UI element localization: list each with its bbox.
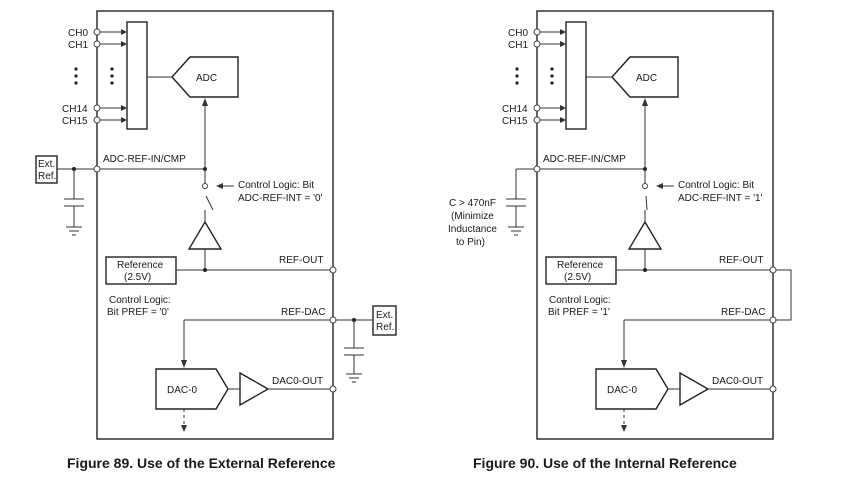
dac0-label: DAC-0 <box>607 385 637 396</box>
figure-89-caption: Figure 89. Use of the External Reference <box>67 455 336 471</box>
switch-icon <box>642 169 648 222</box>
ch1-label: CH1 <box>68 40 88 51</box>
mux-block <box>565 21 587 130</box>
ch1-pin <box>93 40 101 48</box>
dac0-block <box>595 368 669 410</box>
dac0-out-label: DAC0-OUT <box>712 376 763 387</box>
ref-out-pin <box>329 266 337 274</box>
reference-label: Reference <box>557 260 604 271</box>
ext-ref-source-box <box>35 155 58 184</box>
adc-ref-in-label: ADC-REF-IN/CMP <box>103 154 186 165</box>
ref-dac-label: REF-DAC <box>281 307 325 318</box>
figure-90: CH0 CH1 CH14 CH15 ADC ADC-REF-IN/CMP C >… <box>448 10 792 471</box>
pref-logic-line2: Bit PREF = '1' <box>548 307 610 318</box>
ref-out-label: REF-OUT <box>719 255 763 266</box>
pref-logic-line1: Control Logic: <box>549 295 611 306</box>
ch15-label: CH15 <box>502 116 528 127</box>
ext-ref-label-line2: Ref. <box>38 171 56 182</box>
ground-icon <box>346 373 362 383</box>
ellipsis-icon <box>74 67 114 85</box>
ref-dac-label: REF-DAC <box>721 307 765 318</box>
ext-ref-right-line2: Ref. <box>376 322 394 333</box>
reference-label: Reference <box>117 260 164 271</box>
cap-note-line3: Inductance <box>448 224 497 235</box>
ellipsis-icon <box>515 67 554 85</box>
ref-loop-connection <box>776 269 792 321</box>
ch0-pin <box>533 28 541 36</box>
reference-voltage: (2.5V) <box>124 272 151 283</box>
adc-ref-in-pin <box>93 165 101 173</box>
external-capacitor <box>506 169 526 227</box>
ch14-pin <box>533 104 541 112</box>
dac0-out-label: DAC0-OUT <box>272 376 323 387</box>
cap-note-line2: (Minimize <box>451 211 494 222</box>
dac0-block <box>155 368 229 410</box>
ch15-pin <box>93 116 101 124</box>
ext-ref-label-line1: Ext. <box>38 159 55 170</box>
adc-block <box>611 56 679 98</box>
adc-ref-in-label: ADC-REF-IN/CMP <box>543 154 626 165</box>
ch14-label: CH14 <box>62 104 88 115</box>
ch14-label: CH14 <box>502 104 528 115</box>
adc-label: ADC <box>196 73 217 84</box>
dac0-out-pin <box>769 385 777 393</box>
ch14-pin <box>93 104 101 112</box>
decoupling-capacitor <box>64 169 84 227</box>
ext-ref-right-line1: Ext. <box>376 310 393 321</box>
control-logic-line1: Control Logic: Bit <box>238 180 314 191</box>
ch0-label: CH0 <box>68 28 88 39</box>
ext-ref-dac-box <box>372 305 397 336</box>
ground-icon <box>66 226 82 236</box>
pref-logic-line2: Bit PREF = '0' <box>107 307 169 318</box>
ground-icon <box>508 226 524 236</box>
control-logic-line1: Control Logic: Bit <box>678 180 754 191</box>
channel-inputs <box>93 28 127 124</box>
adc-block <box>171 56 239 98</box>
ref-dac-pin <box>329 316 337 324</box>
adc-ref-in-pin <box>533 165 541 173</box>
dac0-label: DAC-0 <box>167 385 197 396</box>
ref-out-label: REF-OUT <box>279 255 323 266</box>
control-logic-line2: ADC-REF-INT = '1' <box>678 193 763 204</box>
reference-voltage: (2.5V) <box>564 272 591 283</box>
dac-decoupling-capacitor <box>344 320 364 374</box>
figure-89: CH0 CH1 CH14 CH15 ADC ADC-REF-IN/CMP Ext… <box>35 10 397 471</box>
dac-output-buffer <box>679 371 710 407</box>
dac-output-buffer <box>239 371 270 407</box>
cap-note-line1: C > 470nF <box>449 198 496 209</box>
ref-dac-pin <box>769 316 777 324</box>
channel-inputs <box>533 28 566 124</box>
ch0-pin <box>93 28 101 36</box>
ch0-label: CH0 <box>508 28 528 39</box>
control-logic-line2: ADC-REF-INT = '0' <box>238 193 323 204</box>
pref-logic-line1: Control Logic: <box>109 295 171 306</box>
mux-block <box>126 21 148 130</box>
adc-label: ADC <box>636 73 657 84</box>
ch1-pin <box>533 40 541 48</box>
ch15-label: CH15 <box>62 116 88 127</box>
dac0-out-pin <box>329 385 337 393</box>
ch1-label: CH1 <box>508 40 528 51</box>
figure-90-caption: Figure 90. Use of the Internal Reference <box>473 455 737 471</box>
switch-icon <box>202 169 214 222</box>
ch15-pin <box>533 116 541 124</box>
ref-out-pin <box>769 266 777 274</box>
cap-note-line4: to Pin) <box>456 237 485 248</box>
